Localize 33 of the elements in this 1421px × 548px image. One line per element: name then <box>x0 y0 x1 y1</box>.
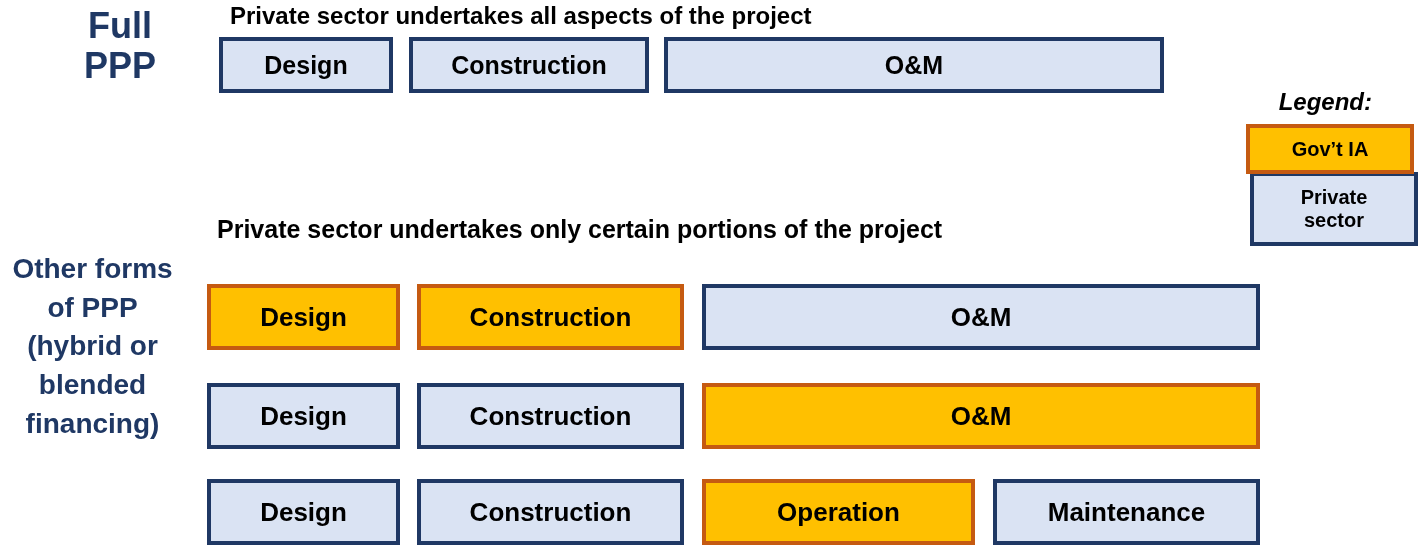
stage-label: Maintenance <box>1047 496 1206 528</box>
stage-label: Design <box>260 496 347 528</box>
legend-label: Private sector <box>1299 186 1369 232</box>
stage-box <box>409 37 649 93</box>
stage-label: O&M <box>884 50 944 80</box>
stage-label: Construction <box>469 400 632 432</box>
stage-box <box>417 479 684 545</box>
stage-box <box>417 383 684 449</box>
stage-box <box>702 284 1260 350</box>
stage-box <box>417 284 684 350</box>
section-heading: Private sector undertakes all aspects of the project <box>230 2 813 30</box>
stage-label: Design <box>260 400 347 432</box>
stage-label: O&M <box>950 301 1012 333</box>
stage-label: Construction <box>469 301 632 333</box>
stage-label: Construction <box>469 496 632 528</box>
stage-label: Design <box>260 301 347 333</box>
stage-box <box>207 383 400 449</box>
legend-title: Legend: <box>1277 88 1372 116</box>
row-heading: Full PPP <box>82 6 157 86</box>
stage-box <box>664 37 1164 93</box>
stage-label: Design <box>264 50 348 80</box>
stage-label: Operation <box>777 496 900 528</box>
stage-label: O&M <box>950 400 1012 432</box>
section-heading: Private sector undertakes only certain portions of the project <box>217 215 944 244</box>
stage-box <box>702 383 1260 449</box>
stage-box <box>702 479 975 545</box>
stage-box <box>207 284 400 350</box>
stage-box <box>993 479 1260 545</box>
row-heading: Other forms of PPP (hybrid or blended financing) <box>11 252 174 441</box>
stage-box <box>219 37 393 93</box>
stage-label: Construction <box>451 50 607 80</box>
legend-label: Gov’t IA <box>1291 137 1369 161</box>
stage-box <box>207 479 400 545</box>
